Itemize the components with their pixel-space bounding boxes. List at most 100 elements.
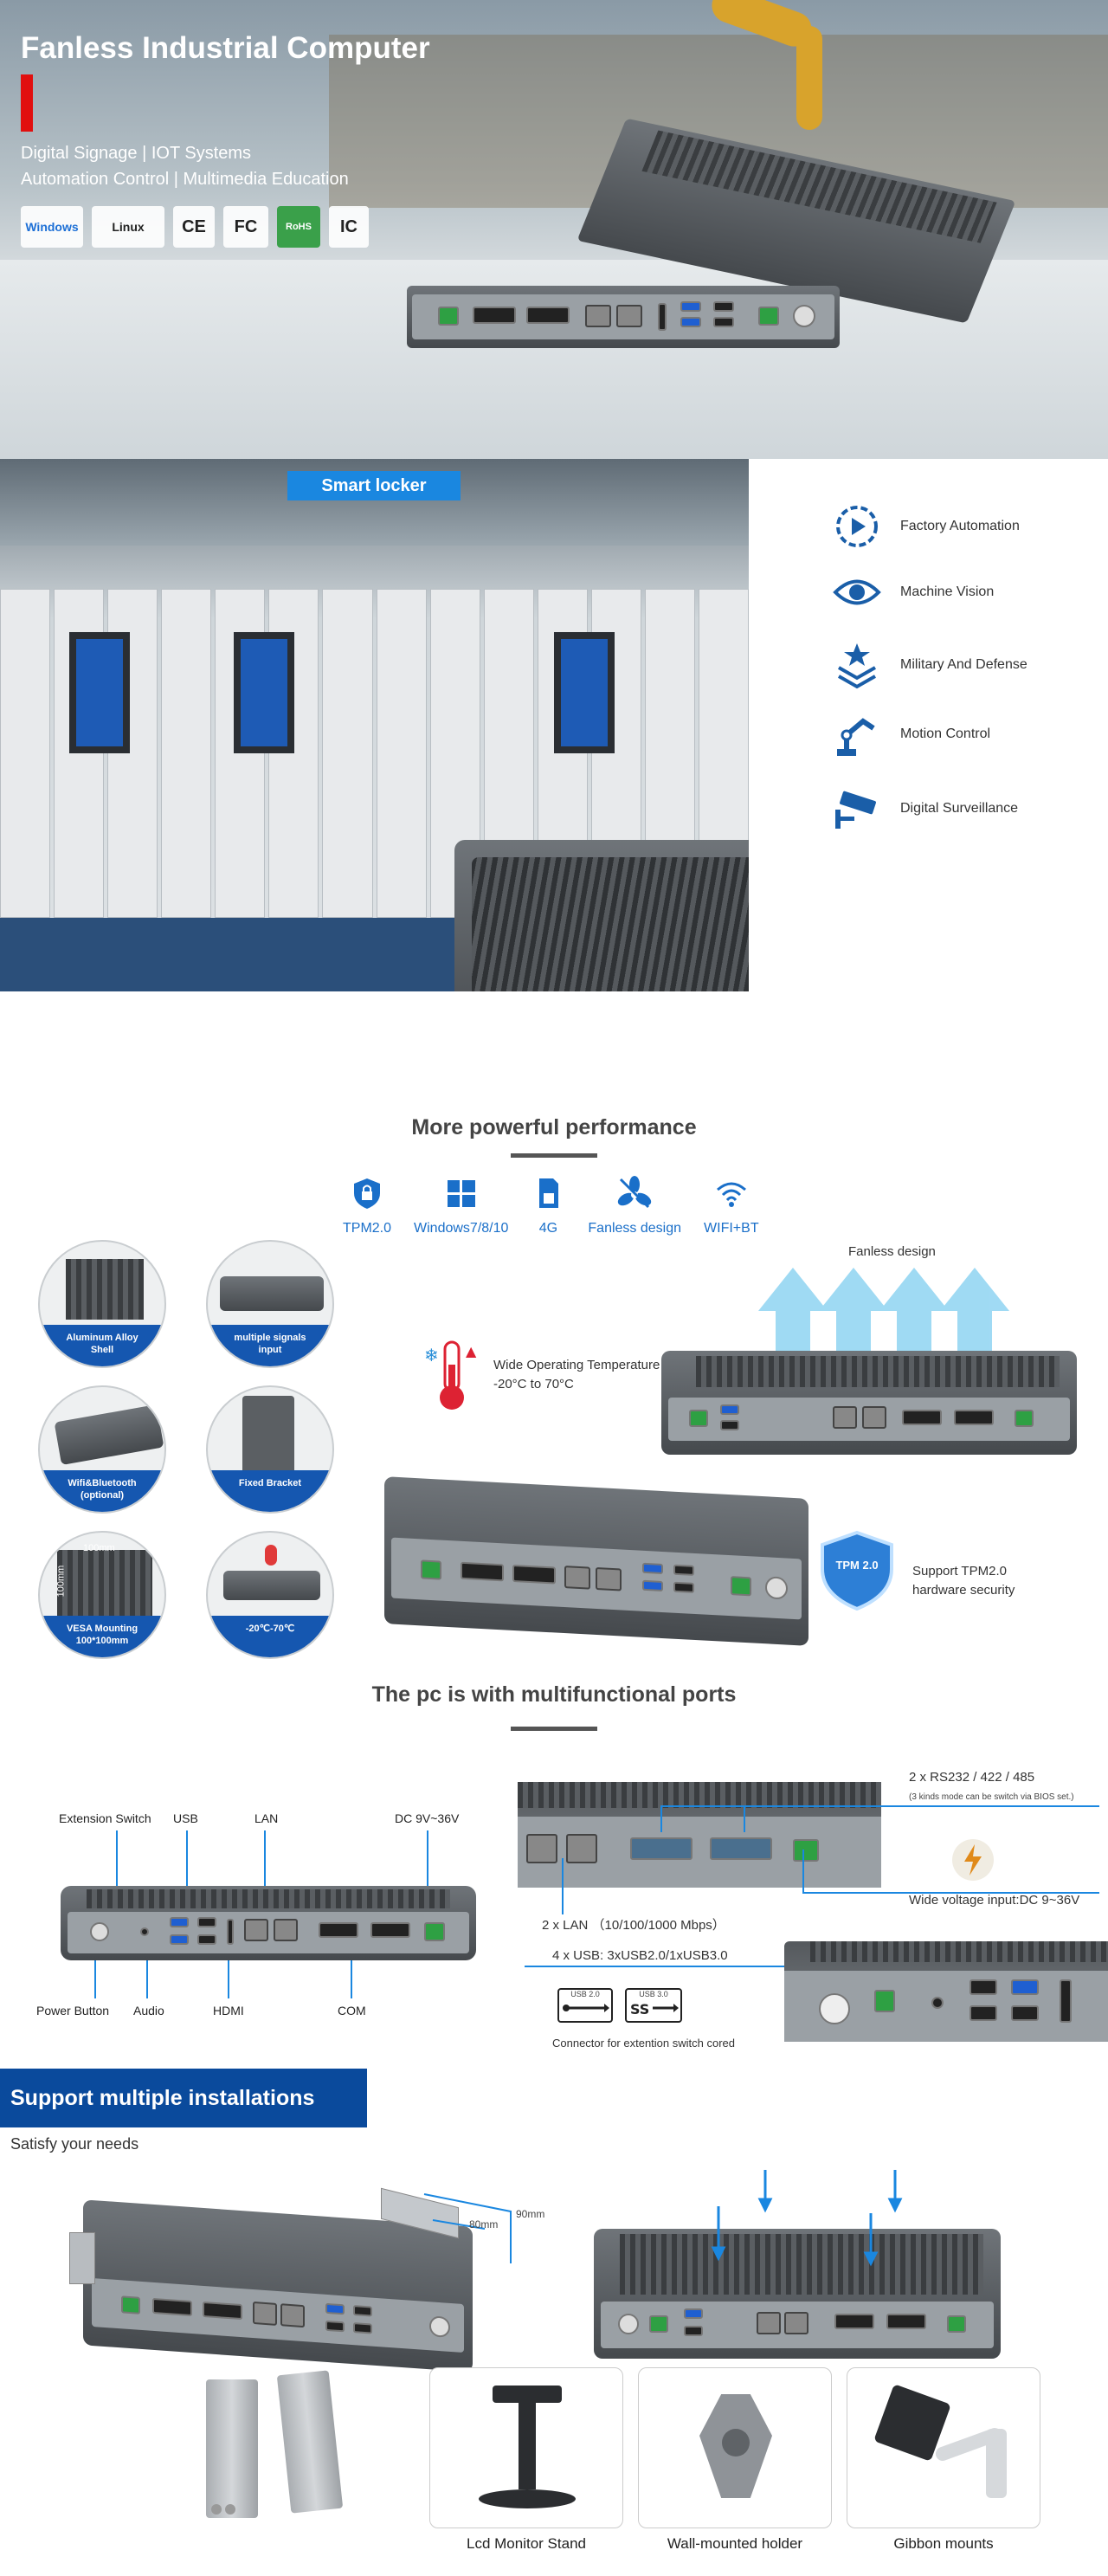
app-label: Motion Control: [900, 726, 991, 741]
label-dc-input: DC 9V~36V: [395, 1811, 460, 1825]
mount-box-gibbon: [847, 2367, 1040, 2528]
rs232-note: (3 kinds mode can be switch via BIOS set…: [909, 1792, 1074, 1802]
temperature-line-2: -20°C to 70°C: [493, 1377, 574, 1391]
hero-line-2: Automation Control | Multimedia Educatio…: [21, 170, 349, 189]
mount-arrows: [692, 2165, 918, 2303]
label-usb: USB: [173, 1811, 198, 1825]
circle-temperature-range: -20℃-70℃: [206, 1531, 334, 1659]
app-motion-control: Motion Control: [829, 707, 990, 762]
tpm-line-1: Support TPM2.0: [912, 1564, 1007, 1579]
label-hdmi: HDMI: [213, 2004, 244, 2018]
performance-icon-row: TPM2.0 Windows7/8/10 4G Fanless design W…: [343, 1176, 776, 1245]
ports-device-image: [61, 1886, 476, 1960]
app-machine-vision: Machine Vision: [829, 565, 994, 620]
app-label: Military And Defense: [900, 657, 1027, 672]
robot-arm-segment: [796, 26, 822, 130]
gear-play-icon: [829, 499, 885, 554]
temperature-line-1: Wide Operating Temperature: [493, 1358, 660, 1372]
tpm-badge: TPM 2.0: [835, 1559, 879, 1572]
closeup-com-lan: [518, 1782, 881, 1888]
circle-caption: -20℃-70℃: [208, 1616, 332, 1657]
circle-aluminum-shell: Aluminum Alloy Shell: [38, 1240, 166, 1368]
circle-caption: Wifi&Bluetooth (optional): [40, 1470, 164, 1512]
linux-logo: Linux: [92, 206, 164, 248]
wifi-icon: [716, 1182, 746, 1207]
mount-label-lcd-stand: Lcd Monitor Stand: [467, 2535, 586, 2552]
eye-icon: [829, 565, 885, 620]
label-lan: LAN: [254, 1811, 279, 1825]
svg-text:SS: SS: [630, 2001, 649, 2018]
bracket-dimension-lines: [416, 2185, 554, 2272]
circle-caption: Fixed Bracket: [208, 1470, 332, 1512]
app-military-defense: Military And Defense: [829, 637, 1027, 693]
temperature-icon: ❄ ▲: [422, 1339, 483, 1421]
certification-logos: Windows Linux CE FC RoHS IC: [21, 204, 369, 249]
circle-caption: Aluminum Alloy Shell: [40, 1325, 164, 1366]
windows-icon: [447, 1180, 475, 1207]
circle-caption: VESA Mounting 100*100mm: [40, 1616, 164, 1657]
fanless-design-label: Fanless design: [848, 1244, 936, 1259]
4g-feature: 4G: [531, 1176, 565, 1245]
app-factory-automation: Factory Automation: [829, 499, 1020, 554]
bracket-part-1: [206, 2379, 258, 2518]
tpm-line-2: hardware security: [912, 1583, 1015, 1598]
label-extension-switch: Extension Switch: [59, 1811, 151, 1825]
star-chevron-icon: [829, 637, 885, 693]
tpm-label: TPM2.0: [343, 1221, 392, 1236]
circle-fixed-bracket: Fixed Bracket: [206, 1385, 334, 1514]
bracket-part-2: [276, 2370, 344, 2514]
4g-label: 4G: [538, 1221, 558, 1236]
mount-label-gibbon: Gibbon mounts: [893, 2535, 994, 2552]
hero-device-front: [407, 286, 840, 348]
thermometer-icon: [265, 1545, 277, 1566]
robot-arm-icon: [829, 707, 885, 762]
ports-heading-bar: [511, 1727, 597, 1731]
top-mount-device: [594, 2229, 1001, 2359]
smart-locker-section: Smart locker: [0, 459, 749, 991]
usb2-badge: USB 2.0: [557, 1988, 613, 2023]
mount-box-lcd-stand: [429, 2367, 623, 2528]
wifi-label: WIFI+BT: [704, 1221, 759, 1236]
app-label: Machine Vision: [900, 584, 995, 599]
circle-caption: multiple signals input: [208, 1325, 332, 1366]
dim-80mm: 80mm: [469, 2218, 499, 2231]
usb3-text: USB 3.0: [639, 1990, 668, 1998]
locker-screen-3: [554, 632, 615, 753]
app-label: Factory Automation: [900, 519, 1020, 533]
lock-icon: [354, 1178, 380, 1209]
ce-logo: CE: [173, 206, 215, 248]
usb-ss-icon: SS: [630, 2001, 679, 2018]
fanless-device-image: [661, 1351, 1077, 1455]
windows-feature: Windows7/8/10: [414, 1176, 508, 1245]
voltage-label: Wide voltage input:DC 9~36V: [909, 1893, 1080, 1908]
label-audio: Audio: [133, 2004, 164, 2018]
locker-screen-1: [69, 632, 130, 753]
vesa-dim-vertical: 100mm: [55, 1565, 67, 1598]
fcc-logo: FC: [223, 206, 268, 248]
usb2-text: USB 2.0: [570, 1990, 600, 1998]
locker-screen-2: [234, 632, 294, 753]
svg-text:▲: ▲: [466, 1343, 477, 1359]
performance-heading: More powerful performance: [411, 1115, 697, 1140]
label-com: COM: [338, 2004, 366, 2018]
tpm-device-image: [384, 1476, 808, 1646]
usb-icon: [563, 2004, 609, 2012]
ports-heading: The pc is with multifunctional ports: [371, 1682, 737, 1707]
connector-label: Connector for extention switch cored: [552, 2037, 735, 2050]
app-label: Digital Surveillance: [900, 801, 1019, 816]
usb3-badge: USB 3.0 SS: [625, 1988, 682, 2023]
fan-icon: [618, 1176, 652, 1209]
circle-multiple-signals: multiple signals input: [206, 1240, 334, 1368]
lan-label: 2 x LAN （10/100/1000 Mbps）: [542, 1918, 725, 1933]
ic-logo: IC: [329, 206, 369, 248]
bracket-left: [69, 2232, 95, 2284]
smart-locker-label: Smart locker: [287, 471, 461, 500]
wifi-feature: WIFI+BT: [704, 1176, 759, 1245]
tpm-feature: TPM2.0: [343, 1176, 391, 1245]
svg-text:❄: ❄: [424, 1345, 439, 1365]
screws: [211, 2504, 237, 2518]
tpm-shield-icon: [814, 1529, 900, 1612]
rohs-logo: RoHS: [277, 206, 320, 248]
mount-label-wall-holder: Wall-mounted holder: [667, 2535, 803, 2552]
windows-label: Windows7/8/10: [414, 1221, 509, 1236]
